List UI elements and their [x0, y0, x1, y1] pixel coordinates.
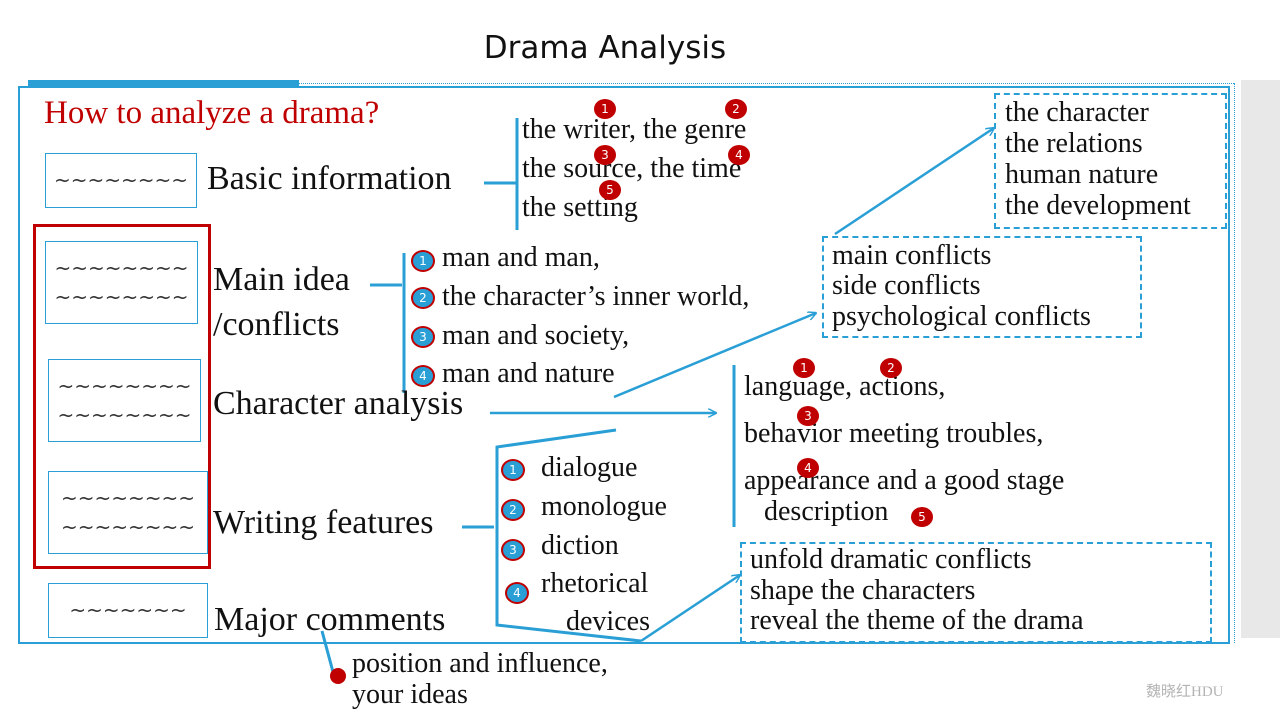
number-badge: 3 [797, 406, 819, 426]
placeholder-text: ~~~~~~~~ [60, 514, 196, 539]
functions-arrow [640, 575, 740, 643]
category-writing-features: Writing features [213, 504, 434, 541]
number-badge: 4 [505, 582, 529, 604]
basic-info-item: the writer, the genre [522, 114, 747, 145]
number-badge: 3 [411, 326, 435, 348]
character-aspects-box [994, 93, 1227, 229]
watermark: 魏晓红HDU [1146, 684, 1224, 700]
conflict-type: psychological conflicts [832, 301, 1091, 332]
category-character-analysis: Character analysis [213, 385, 464, 422]
number-badge: 3 [501, 539, 525, 561]
functions-box [740, 542, 1212, 643]
slide-title: Drama Analysis [483, 30, 727, 66]
character-aspect: human nature [1005, 159, 1159, 190]
character-aspect: the relations [1005, 128, 1143, 159]
placeholder-text: ~~~~~~~~ [54, 255, 189, 280]
placeholder-text: ~~~~~~~~ [53, 168, 189, 192]
number-badge: 3 [594, 145, 616, 165]
basic-info-item: the setting [522, 192, 638, 223]
conflict-item: man and man, [442, 242, 600, 273]
placeholder-box-character: ~~~~~~~~ ~~~~~~~~ [48, 359, 201, 442]
number-badge: 1 [411, 250, 435, 272]
conflict-item: man and nature [442, 358, 615, 389]
number-badge: 2 [501, 499, 525, 521]
placeholder-box-writing: ~~~~~~~~ ~~~~~~~~ [48, 471, 208, 554]
number-badge: 1 [501, 459, 525, 481]
content-frame [18, 86, 1230, 644]
aspects-arrow [834, 128, 994, 236]
comments-connector [320, 630, 335, 673]
writing-bracket [495, 428, 642, 643]
placeholder-box-basic: ~~~~~~~~ [45, 153, 197, 208]
basic-info-item: the source, the time [522, 153, 742, 184]
placeholder-box-comments: ~~~~~~~ [48, 583, 208, 638]
number-badge: 5 [911, 507, 933, 527]
writing-feature: devices [566, 606, 650, 637]
placeholder-text: ~~~~~~~ [69, 598, 187, 622]
character-detail: appearance and a good stage [744, 465, 1065, 496]
category-conflicts: /conflicts [213, 306, 340, 343]
slide-heading: How to analyze a drama? [44, 95, 380, 131]
number-badge: 1 [793, 358, 815, 378]
conflict-types-box [822, 236, 1142, 338]
number-badge: 2 [725, 99, 747, 119]
number-badge: 1 [594, 99, 616, 119]
placeholder-box-main-idea: ~~~~~~~~ ~~~~~~~~ [45, 241, 198, 324]
character-aspect: the character [1005, 97, 1149, 128]
conflict-item: man and society, [442, 320, 630, 351]
placeholder-text: ~~~~~~~~ [54, 284, 189, 309]
conflict-type: side conflicts [832, 270, 981, 301]
number-badge: 4 [728, 145, 750, 165]
number-badge: 4 [797, 458, 819, 478]
number-badge: 2 [411, 287, 435, 309]
comments-detail: your ideas [352, 679, 468, 710]
writing-feature: diction [541, 530, 619, 561]
character-detail: language, actions, [744, 371, 946, 402]
side-panel [1241, 80, 1280, 638]
writing-feature: rhetorical [541, 568, 649, 599]
function-item: shape the characters [750, 575, 976, 606]
top-dotted-border [299, 83, 1234, 84]
character-detail: behavior meeting troubles, [744, 418, 1044, 449]
number-badge: 5 [599, 180, 621, 200]
category-major-comments: Major comments [214, 601, 446, 638]
category-basic-information: Basic information [207, 160, 452, 197]
placeholder-text: ~~~~~~~~ [60, 485, 196, 510]
placeholder-text: ~~~~~~~~ [57, 402, 192, 427]
writing-feature: monologue [541, 491, 667, 522]
character-detail: description [764, 496, 889, 527]
conflicts-arrow [613, 313, 816, 399]
function-item: unfold dramatic conflicts [750, 544, 1032, 575]
bullet-dot [330, 668, 346, 684]
placeholder-text: ~~~~~~~~ [57, 373, 192, 398]
function-item: reveal the theme of the drama [750, 605, 1084, 636]
highlight-frame [33, 224, 211, 569]
conflict-type: main conflicts [832, 240, 992, 271]
writing-feature: dialogue [541, 452, 638, 483]
comments-detail: position and influence, [352, 648, 608, 679]
right-dotted-border [1234, 83, 1235, 643]
category-main-idea: Main idea [213, 261, 350, 298]
conflict-item: the character’s inner world, [442, 281, 750, 312]
number-badge: 2 [880, 358, 902, 378]
top-accent-bar [28, 80, 299, 86]
character-aspect: the development [1005, 190, 1191, 221]
number-badge: 4 [411, 365, 435, 387]
